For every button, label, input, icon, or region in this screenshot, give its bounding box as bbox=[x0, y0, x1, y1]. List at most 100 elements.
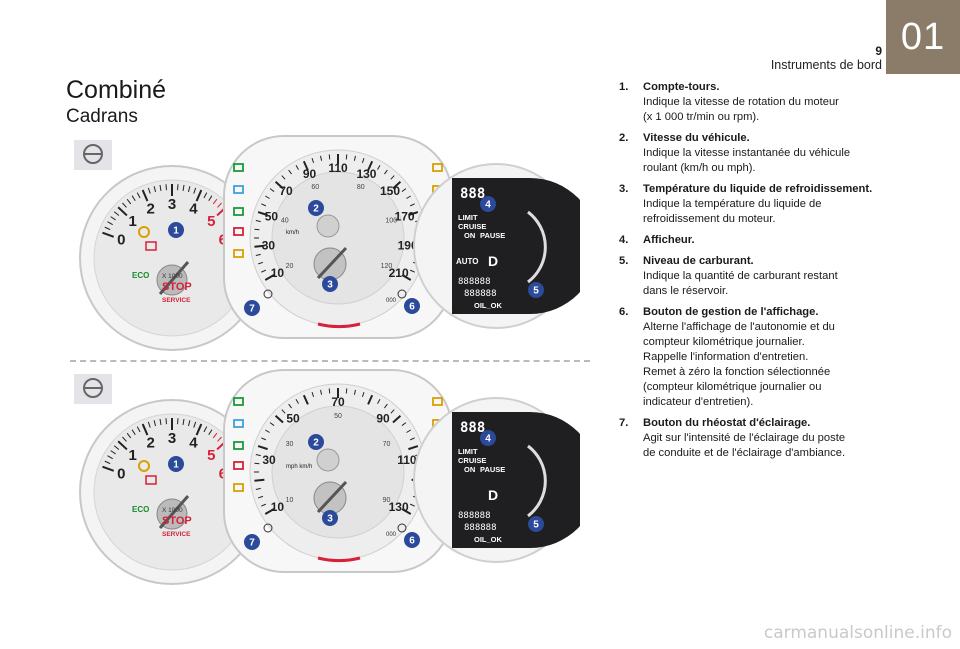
callout-circle bbox=[168, 456, 184, 472]
speed-tick bbox=[264, 508, 275, 515]
speed-unit-label: mph km/h bbox=[286, 464, 312, 470]
speed-tick-label: 110 bbox=[328, 161, 348, 175]
callout-number: 7 bbox=[249, 304, 255, 315]
tach-tick-label: 3 bbox=[168, 430, 176, 447]
indicator-icon-right bbox=[432, 163, 443, 172]
fuel-gauge-arc bbox=[527, 444, 547, 518]
tach-tick bbox=[110, 216, 116, 221]
indicator-icon-left bbox=[233, 397, 244, 406]
speed-tick bbox=[255, 220, 261, 223]
speed-tick bbox=[384, 403, 388, 409]
callout-circle bbox=[244, 534, 260, 550]
speed-tick bbox=[255, 253, 261, 256]
speed-inner-label: 90 bbox=[383, 497, 391, 504]
tach-tick bbox=[187, 420, 191, 427]
speed-tick-label: 30 bbox=[262, 453, 276, 467]
tach-tick bbox=[193, 187, 197, 194]
speed-tick bbox=[257, 211, 268, 217]
eco-label: ECO bbox=[132, 271, 149, 280]
speed-tick bbox=[281, 175, 286, 180]
list-item: 5.Niveau de carburant.Indique la quantit… bbox=[619, 254, 889, 299]
list-item-description: Remet à zéro la fonction sélectionnée bbox=[643, 366, 831, 378]
list-item-description: de conduite et de l'éclairage d'ambiance… bbox=[643, 447, 846, 459]
tach-tick bbox=[117, 440, 128, 451]
speed-tick-label: 70 bbox=[331, 395, 345, 409]
display-button bbox=[397, 289, 407, 299]
description-list: 1.Compte-tours.Indique la vitesse de rot… bbox=[619, 80, 889, 467]
list-item-title: Température du liquide de refroidissemen… bbox=[643, 183, 873, 195]
callout-circle bbox=[168, 222, 184, 238]
speed-tick bbox=[384, 169, 388, 175]
list-item-description: Rappelle l'information d'entretien. bbox=[643, 351, 809, 363]
list-item-description: Indique la température du liquide de bbox=[643, 198, 822, 210]
speed-tick bbox=[281, 409, 286, 414]
temp-red-zone bbox=[317, 556, 361, 563]
tach-tick bbox=[193, 421, 197, 428]
battery-icon bbox=[145, 475, 157, 485]
speed-tick-label: 50 bbox=[286, 411, 300, 425]
temp-red-zone bbox=[317, 322, 361, 329]
tach-tick-label: 5 bbox=[207, 447, 215, 464]
tach-tick-label: 6 bbox=[219, 466, 227, 483]
callout-3: 3 bbox=[322, 276, 338, 292]
callout-number: 7 bbox=[249, 538, 255, 549]
stop-label: STOP bbox=[162, 281, 192, 293]
speed-tick-label: 130 bbox=[389, 500, 409, 514]
speed-tick bbox=[401, 508, 412, 515]
speed-tick bbox=[274, 181, 284, 190]
speed-tick-label: 90 bbox=[303, 167, 317, 181]
callout-3: 3 bbox=[322, 510, 338, 526]
speed-tick bbox=[295, 399, 299, 404]
list-item-description: dans le réservoir. bbox=[643, 285, 729, 297]
callout-4: 4 bbox=[480, 430, 496, 446]
display-auto: AUTO bbox=[456, 257, 479, 266]
speed-tick bbox=[254, 228, 260, 231]
display-button bbox=[397, 523, 407, 533]
speed-tick bbox=[345, 388, 348, 394]
callout-circle bbox=[480, 430, 496, 446]
indicator-icon-left bbox=[233, 163, 244, 172]
speed-tick bbox=[367, 160, 374, 171]
speed-inner-label: 100 bbox=[385, 218, 397, 225]
speed-tick bbox=[302, 160, 309, 171]
display-screen bbox=[452, 412, 580, 548]
list-item-number: 1. bbox=[619, 81, 629, 93]
watermark: carmanualsonline.info bbox=[763, 623, 952, 643]
callout-number: 4 bbox=[485, 434, 491, 445]
list-item: 4.Afficheur. bbox=[619, 233, 889, 248]
tach-tick-label: 6 bbox=[219, 232, 227, 249]
callout-2: 2 bbox=[308, 434, 324, 450]
tach-tick bbox=[203, 192, 208, 199]
display-odometer-1: 888888 bbox=[458, 277, 491, 287]
tach-tick-label: 3 bbox=[168, 196, 176, 213]
speed-tick bbox=[264, 274, 275, 281]
tach-unit-label: X 1000 bbox=[162, 273, 183, 280]
speed-tick-label: 70 bbox=[279, 184, 293, 198]
list-item-description: Indique la vitesse de rotation du moteur bbox=[643, 96, 839, 108]
speed-tick bbox=[311, 157, 315, 164]
list-item-title: Bouton de gestion de l'affichage. bbox=[643, 306, 819, 318]
speed-tick bbox=[377, 165, 381, 170]
tach-tick bbox=[159, 184, 162, 191]
tach-tick bbox=[195, 189, 203, 202]
tach-tick bbox=[131, 195, 136, 202]
indicator-icon-left bbox=[233, 227, 244, 236]
display-cruise: CRUISE bbox=[458, 222, 486, 231]
speed-tick bbox=[367, 394, 374, 405]
speed-tick bbox=[265, 429, 270, 433]
speed-tick bbox=[274, 415, 284, 424]
speed-tick bbox=[269, 188, 275, 192]
display-gear: D bbox=[488, 253, 498, 269]
tach-tick bbox=[104, 460, 111, 465]
callout-number: 2 bbox=[313, 204, 319, 215]
tach-unit-label: X 1000 bbox=[162, 507, 183, 514]
display-odometer-2: 888888 bbox=[464, 523, 497, 533]
callout-circle bbox=[244, 300, 260, 316]
callout-circle bbox=[404, 298, 420, 314]
speed-tick-label: 190 bbox=[398, 238, 418, 252]
speed-tick-label: 30 bbox=[262, 238, 276, 252]
